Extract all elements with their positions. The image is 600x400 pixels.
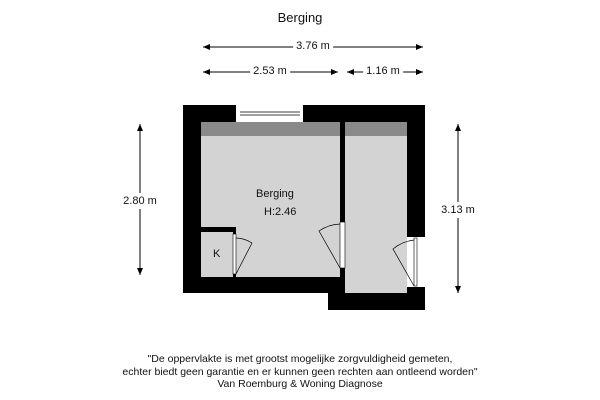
dim-right-width-label: 1.16 m xyxy=(363,65,403,77)
company-name: Van Roemburg & Woning Diagnose xyxy=(217,378,383,390)
walls xyxy=(183,105,425,310)
hatch-strip xyxy=(345,122,407,136)
room-right xyxy=(345,122,407,293)
closet-label: K xyxy=(213,248,221,260)
room-berging xyxy=(201,122,340,277)
disclaimer-line-1: "De oppervlakte is met grootst mogelijke… xyxy=(147,353,453,365)
room-name: Berging xyxy=(256,188,294,200)
dim-left-height-label: 2.80 m xyxy=(123,193,157,209)
dim-right-height-label: 3.13 m xyxy=(441,202,475,218)
window xyxy=(236,105,303,122)
disclaimer-line-2: echter biedt geen garantie en er kunnen … xyxy=(122,366,478,378)
dim-total-width-label: 3.76 m xyxy=(293,40,333,52)
dim-left-width-label: 2.53 m xyxy=(250,65,290,77)
page-title: Berging xyxy=(277,10,323,25)
closet-wall xyxy=(201,227,236,232)
middle-door xyxy=(339,221,346,269)
room-height: H:2.46 xyxy=(264,206,297,218)
hatch-strip xyxy=(201,122,340,136)
closet-door xyxy=(232,233,237,275)
